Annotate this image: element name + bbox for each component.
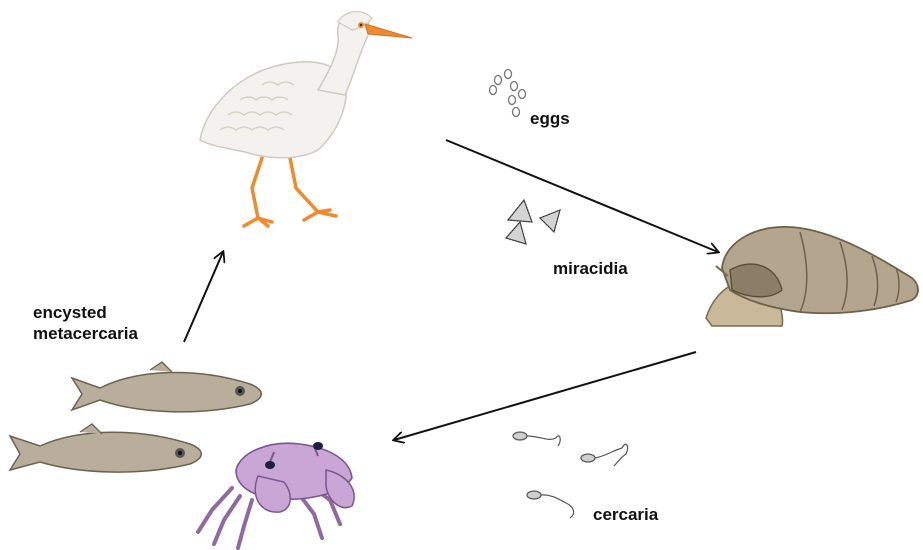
crab-icon: [198, 442, 354, 548]
label-miracidia: miracidia: [553, 258, 628, 280]
arrow-bird-to-snail: [446, 140, 718, 252]
bird-icon: [200, 12, 412, 226]
snail-icon: [706, 227, 918, 326]
label-eggs: eggs: [530, 108, 570, 130]
label-cercaria: cercaria: [593, 504, 658, 526]
label-encysted: encysted: [33, 302, 107, 324]
eggs-icon: [490, 70, 526, 117]
arrow-snail-to-crab: [394, 352, 696, 440]
miracidia-icon: [506, 200, 560, 244]
label-metacercaria: metacercaria: [33, 323, 138, 345]
fish-icon: [10, 362, 261, 472]
arrow-fish-to-bird: [184, 252, 223, 342]
